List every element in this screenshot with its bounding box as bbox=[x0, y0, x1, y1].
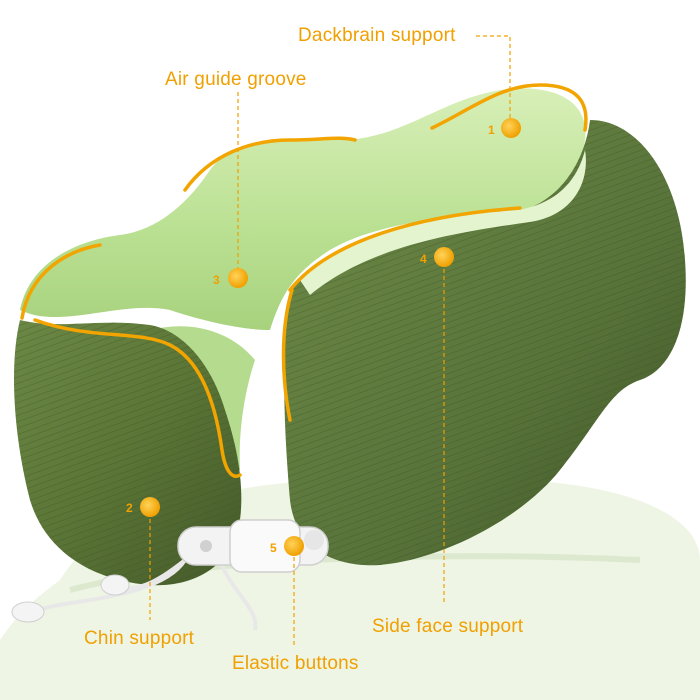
marker-1: 1 bbox=[488, 118, 521, 138]
svg-text:2: 2 bbox=[126, 501, 133, 515]
left-arm-knit-texture bbox=[14, 320, 242, 586]
svg-text:4: 4 bbox=[420, 252, 427, 266]
callout-label-backbrain-support: Dackbrain support bbox=[298, 25, 456, 46]
callout-label-air-guide-groove: Air guide groove bbox=[165, 69, 307, 90]
callout-label-elastic-buttons: Elastic buttons bbox=[232, 653, 359, 674]
elastic-toggle-assembly bbox=[11, 519, 329, 631]
foam-top-surface bbox=[20, 88, 586, 330]
svg-text:3: 3 bbox=[213, 273, 220, 287]
callout-label-chin-support: Chin support bbox=[84, 628, 195, 649]
foam-edge-highlight bbox=[300, 150, 586, 295]
marker-5: 5 bbox=[270, 536, 304, 556]
callout-label-side-face-support: Side face support bbox=[372, 616, 524, 637]
svg-text:1: 1 bbox=[488, 123, 495, 137]
marker-2: 2 bbox=[126, 497, 160, 517]
right-arm-knit-texture bbox=[284, 120, 686, 566]
contour-outlines bbox=[20, 83, 588, 478]
svg-text:5: 5 bbox=[270, 541, 277, 555]
marker-4: 4 bbox=[420, 247, 454, 267]
marker-3: 3 bbox=[213, 268, 248, 288]
callout-leader-lines bbox=[149, 35, 511, 648]
